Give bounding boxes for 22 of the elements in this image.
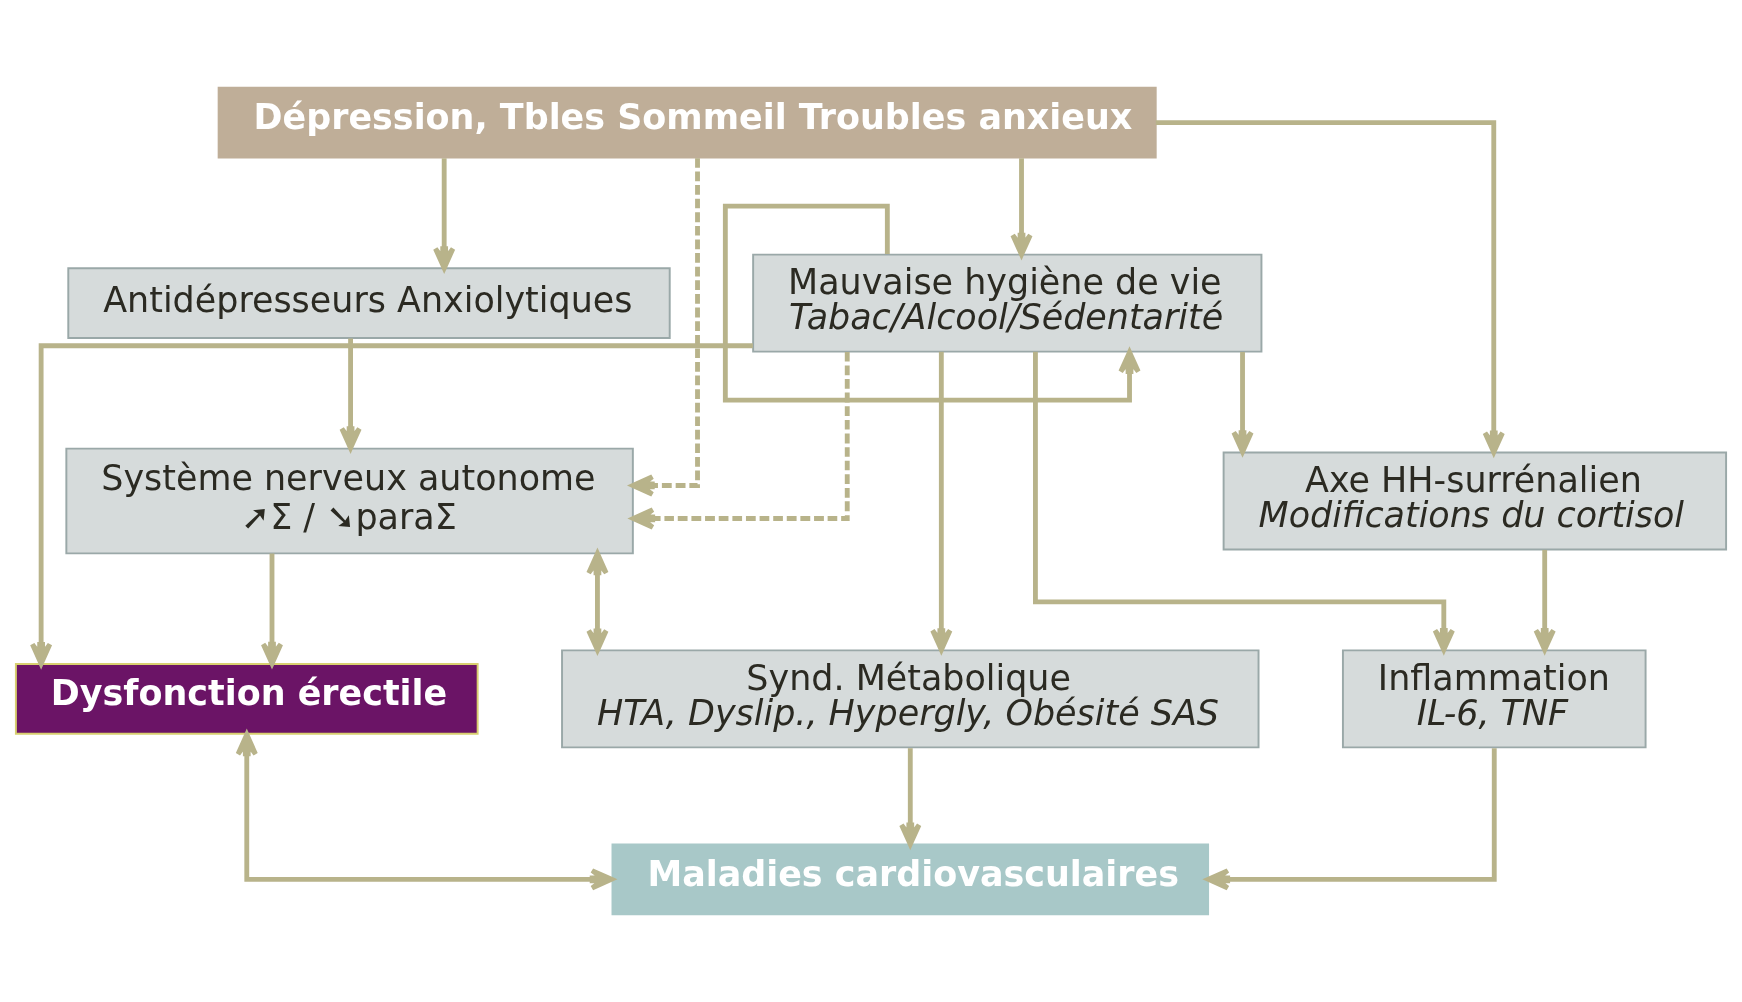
arrow <box>1155 120 1505 455</box>
node-box: Maladies cardiovasculaires <box>611 843 1210 916</box>
arrow <box>433 158 456 271</box>
node-box: Antidépresseurs Anxiolytiques <box>67 267 671 339</box>
arrow <box>630 158 700 497</box>
arrow <box>630 352 850 530</box>
node-box: Dépression, Tbles Sommeil Troubles anxieux <box>217 86 1157 159</box>
node-box: Mauvaise hygiène de vie Tabac/Alcool/Sédentarité <box>752 253 1263 353</box>
arrow <box>29 343 753 667</box>
arrow <box>1231 352 1254 455</box>
node-box: Système nerveux autonome ➚Σ / ➘paraΣ <box>65 447 634 555</box>
arrow <box>1533 549 1556 653</box>
node-box: Axe HH-surrénalien Modifications du cortisol <box>1222 451 1728 551</box>
arrow <box>930 351 953 653</box>
arrow <box>899 748 922 847</box>
arrow <box>339 338 362 451</box>
arrow <box>722 203 1141 403</box>
node-box: Inflammation IL-6, TNF <box>1341 649 1647 749</box>
node-box: Dysfonction érectile <box>14 663 479 735</box>
node-box: Synd. Métabolique HTA, Dyslip., Hypergly, Obésité SAS <box>561 649 1260 749</box>
arrow <box>1205 748 1497 891</box>
arrow <box>260 553 284 667</box>
